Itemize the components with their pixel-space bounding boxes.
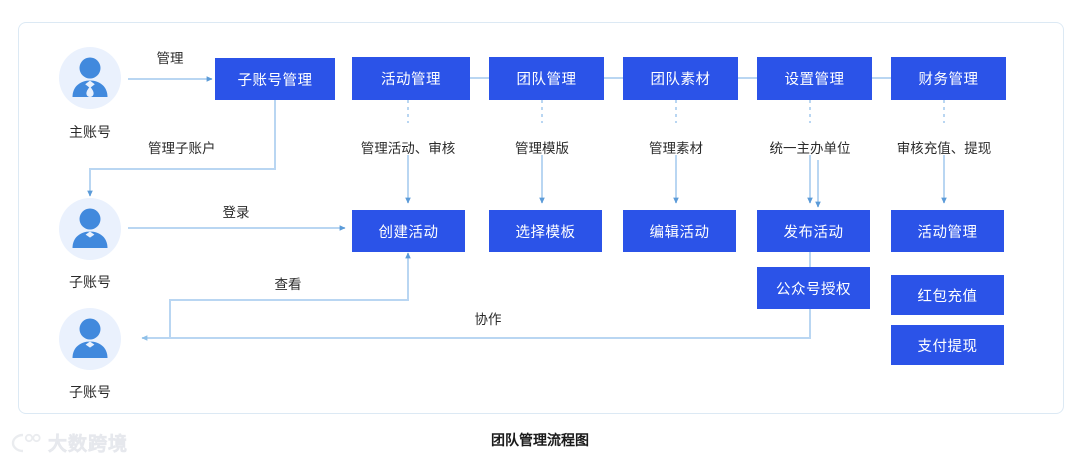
user-avatar-icon (72, 318, 108, 358)
node-create-activity[interactable]: 创建活动 (352, 210, 465, 252)
edge-label-login: 登录 (222, 205, 250, 220)
node-select-template[interactable]: 选择模板 (489, 210, 602, 252)
user-avatar-icon (72, 208, 108, 248)
avatar-sub-account-2 (59, 308, 121, 370)
node-team-material[interactable]: 团队素材 (623, 57, 738, 100)
edge-label-manage-sub-account: 管理子账户 (148, 141, 216, 156)
user-tie-avatar-icon (72, 57, 108, 97)
edge-label-manage: 管理 (156, 51, 184, 66)
edge-label-under-setting-mgmt: 统一主办单位 (769, 141, 851, 156)
diagram-caption: 团队管理流程图 (491, 432, 589, 448)
avatar-sub-account-1 (59, 198, 121, 260)
node-publish-activity[interactable]: 发布活动 (757, 210, 870, 252)
edge-label-under-activity-mgmt: 管理活动、审核 (360, 141, 456, 156)
role-label-sub-account-1: 子账号 (69, 274, 111, 290)
node-setting-mgmt[interactable]: 设置管理 (757, 57, 872, 100)
watermark: 大数跨境 (10, 429, 128, 456)
edge-label-under-team-material: 管理素材 (649, 141, 703, 156)
edge-label-collaborate: 协作 (474, 312, 502, 327)
watermark-text: 大数跨境 (48, 434, 129, 456)
node-edit-activity[interactable]: 编辑活动 (623, 210, 736, 252)
edge-label-view: 查看 (274, 277, 302, 292)
role-label-sub-account-2: 子账号 (69, 384, 111, 400)
node-activity-mgmt[interactable]: 活动管理 (352, 57, 470, 100)
edge-label-under-finance-mgmt: 审核充值、提现 (896, 141, 992, 156)
node-redpacket-topup[interactable]: 红包充值 (891, 275, 1004, 315)
node-oa-authorize[interactable]: 公众号授权 (757, 267, 870, 309)
logo-mark-icon (11, 433, 41, 452)
node-finance-mgmt[interactable]: 财务管理 (891, 57, 1006, 100)
node-team-mgmt[interactable]: 团队管理 (489, 57, 604, 100)
role-label-main-account: 主账号 (69, 124, 111, 140)
node-sub-account-mgmt[interactable]: 子账号管理 (215, 58, 335, 100)
node-pay-withdraw[interactable]: 支付提现 (891, 325, 1004, 365)
edge-label-under-team-mgmt: 管理模版 (515, 141, 569, 156)
node-activity-mgmt-2[interactable]: 活动管理 (891, 210, 1004, 252)
avatar-main-account (59, 47, 121, 109)
